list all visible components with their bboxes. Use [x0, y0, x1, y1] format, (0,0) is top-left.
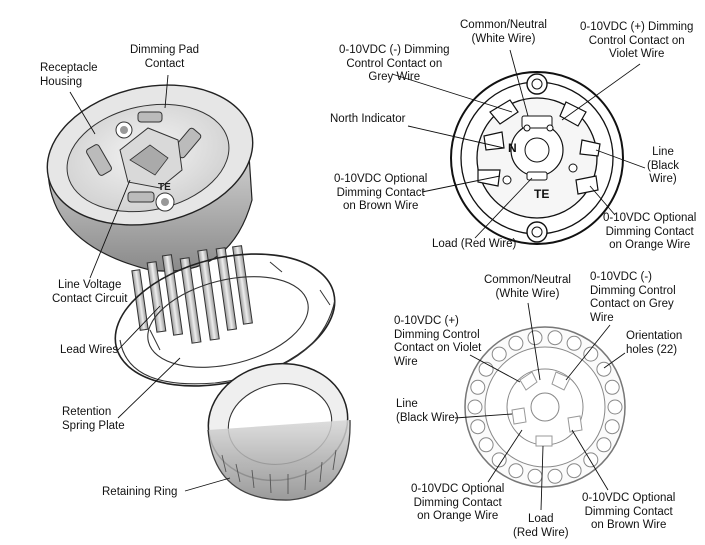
- orientation-hole: [566, 335, 582, 351]
- top-view-drawing: N TE: [450, 71, 624, 245]
- orientation-hole: [547, 468, 563, 484]
- label-bottom-line-black: Line (Black Wire): [396, 398, 459, 424]
- label-bottom-opt-brown: 0-10VDC Optional Dimming Contact on Brow…: [582, 492, 676, 531]
- label-top-dim-pos-violet: 0-10VDC (+) Dimming Control Contact on V…: [580, 21, 694, 60]
- orientation-hole: [604, 419, 620, 435]
- label-top-load-red: Load (Red Wire): [432, 238, 517, 250]
- label-bottom-dim-neg-grey: 0-10VDC (-) Dimming Control Contact on G…: [590, 271, 676, 324]
- orientation-hole: [527, 468, 543, 484]
- label-bottom-opt-orange: 0-10VDC Optional Dimming Contact on Oran…: [411, 483, 505, 522]
- orientation-hole: [547, 330, 563, 346]
- orientation-hole: [607, 399, 623, 415]
- label-bottom-orientation-holes: Orientation holes (22): [626, 330, 683, 356]
- label-top-line-black: Line (Black Wire): [647, 146, 679, 185]
- top-view-brand-logo: TE: [534, 187, 549, 201]
- orientation-hole: [566, 463, 582, 479]
- leader-lines: [69, 49, 646, 511]
- orientation-hole: [596, 437, 612, 453]
- orientation-hole: [583, 346, 599, 362]
- orientation-hole: [508, 335, 524, 351]
- orientation-hole: [470, 419, 486, 435]
- label-retaining-ring: Retaining Ring: [102, 486, 178, 498]
- orientation-hole: [478, 437, 494, 453]
- orientation-hole: [583, 452, 599, 468]
- orientation-hole: [491, 346, 507, 362]
- housing-brand-logo: TE: [158, 182, 171, 193]
- label-bottom-load-red: Load (Red Wire): [513, 513, 569, 539]
- orientation-hole: [604, 379, 620, 395]
- label-top-north-indicator: North Indicator: [330, 113, 406, 125]
- orientation-hole: [508, 463, 524, 479]
- orientation-hole: [470, 379, 486, 395]
- orientation-hole: [527, 330, 543, 346]
- label-top-opt-brown: 0-10VDC Optional Dimming Contact on Brow…: [334, 173, 428, 212]
- label-receptacle-housing: Receptacle Housing: [40, 62, 98, 88]
- orientation-hole: [467, 399, 483, 415]
- label-top-dim-neg-grey: 0-10VDC (-) Dimming Control Contact on G…: [339, 44, 450, 83]
- label-lead-wires: Lead Wires: [60, 344, 119, 356]
- orientation-hole: [491, 452, 507, 468]
- exploded-view-drawing: TE: [46, 84, 351, 501]
- label-top-common-neutral: Common/Neutral (White Wire): [460, 19, 547, 45]
- label-line-voltage-contact-circuit: Line Voltage Contact Circuit: [52, 279, 128, 305]
- label-dimming-pad-contact: Dimming Pad Contact: [130, 44, 200, 70]
- label-bottom-common-neutral: Common/Neutral (White Wire): [484, 274, 571, 300]
- label-bottom-dim-pos-violet: 0-10VDC (+) Dimming Control Contact on V…: [394, 315, 482, 368]
- label-top-opt-orange: 0-10VDC Optional Dimming Contact on Oran…: [603, 212, 697, 251]
- svg-text:N: N: [508, 141, 517, 155]
- label-retention-spring-plate: Retention Spring Plate: [62, 406, 125, 432]
- bottom-view-drawing: [464, 326, 626, 488]
